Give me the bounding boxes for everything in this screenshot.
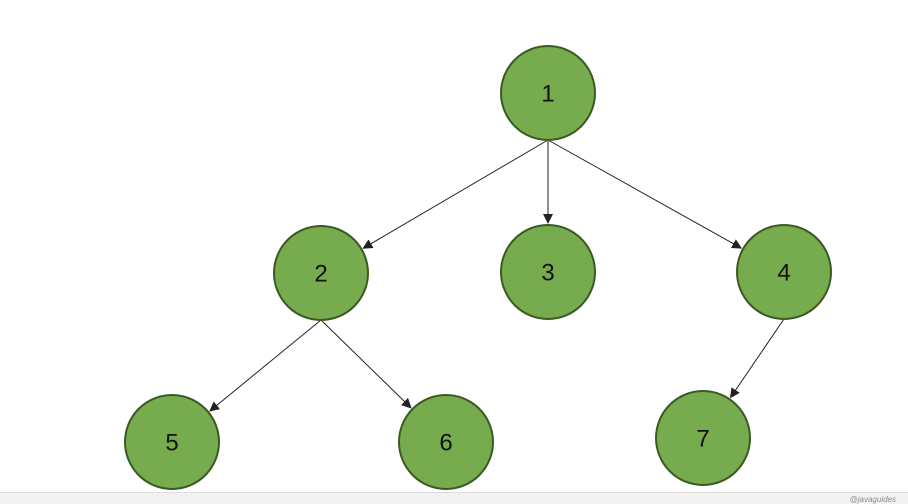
- node-label: 3: [541, 260, 554, 287]
- node-label: 2: [314, 261, 327, 288]
- edge-1-to-2: [362, 139, 549, 249]
- tree-node-6: 6: [398, 394, 494, 490]
- node-circle: [124, 394, 220, 490]
- node-circle: [500, 45, 596, 141]
- node-circle: [398, 394, 494, 490]
- tree-node-7: 7: [655, 390, 751, 486]
- tree-node-1: 1: [500, 45, 596, 141]
- node-label: 4: [777, 260, 790, 287]
- node-circle: [655, 390, 751, 486]
- node-circle: [273, 225, 369, 321]
- tree-node-4: 4: [736, 224, 832, 320]
- edge-4-to-7: [730, 318, 785, 399]
- watermark-text: @javaguides: [849, 495, 896, 504]
- node-label: 7: [696, 426, 709, 453]
- node-label: 6: [439, 430, 452, 457]
- node-circle: [736, 224, 832, 320]
- tree-node-2: 2: [273, 225, 369, 321]
- tree-node-5: 5: [124, 394, 220, 490]
- bottom-strip: @javaguides: [0, 492, 908, 504]
- node-circle: [500, 224, 596, 320]
- nodes-layer: 1 2 3 4 5 6 7: [124, 45, 832, 490]
- node-label: 1: [541, 81, 554, 108]
- edge-1-to-4: [547, 139, 743, 249]
- tree-node-3: 3: [500, 224, 596, 320]
- edges-layer: [209, 139, 785, 412]
- edge-2-to-5: [209, 319, 322, 412]
- edge-2-to-6: [320, 319, 412, 409]
- node-label: 5: [165, 430, 178, 457]
